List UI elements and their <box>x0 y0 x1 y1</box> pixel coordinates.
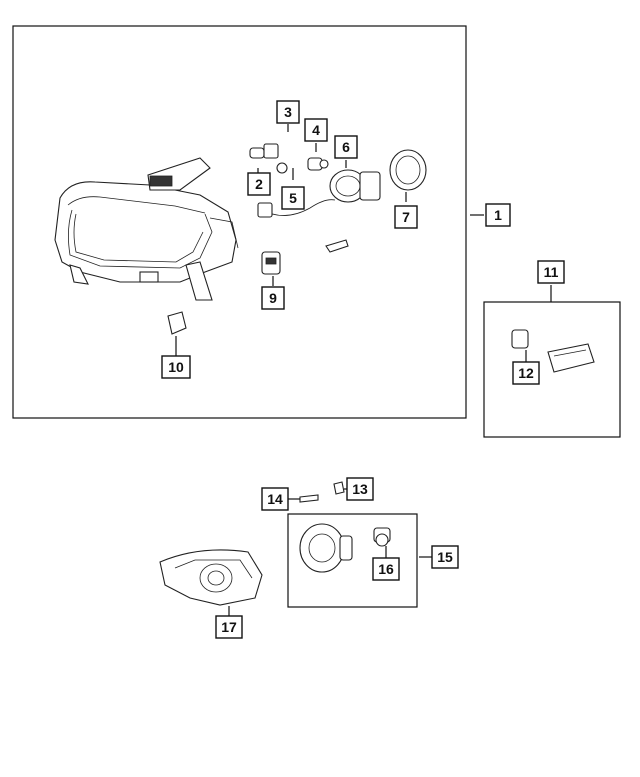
callout-13-label: 13 <box>352 481 368 497</box>
callout-11-label: 11 <box>544 264 559 280</box>
fog-small-parts-drawing <box>299 481 345 503</box>
callout-9-label: 9 <box>269 290 277 306</box>
callout-10-label: 10 <box>168 359 184 375</box>
callout-5: 5 <box>281 186 305 210</box>
fog-bulb-drawing <box>299 523 391 573</box>
callout-4-label: 4 <box>312 122 320 138</box>
callout-6-label: 6 <box>342 139 350 155</box>
callout-12: 12 <box>512 361 540 385</box>
side-marker-drawing <box>511 329 595 373</box>
callout-7: 7 <box>394 205 418 229</box>
callout-11: 11 <box>537 260 565 284</box>
callout-14: 14 <box>261 487 289 511</box>
callout-7-label: 7 <box>402 209 410 225</box>
callout-15: 15 <box>431 545 459 569</box>
callout-9: 9 <box>261 286 285 310</box>
callout-6: 6 <box>334 135 358 159</box>
callout-3-label: 3 <box>284 104 292 120</box>
callout-13: 13 <box>346 477 374 501</box>
callout-16: 16 <box>372 557 400 581</box>
leader-lines <box>175 124 552 616</box>
callout-2: 2 <box>247 172 271 196</box>
callout-16-label: 16 <box>378 561 394 577</box>
callout-4: 4 <box>304 118 328 142</box>
callout-15-label: 15 <box>437 549 453 565</box>
headlamp-group-frame <box>12 25 467 419</box>
side-marker-group-frame <box>483 301 621 438</box>
bracket-drawing <box>167 311 187 335</box>
fog-lamp-housing-drawing <box>159 549 263 606</box>
callout-14-label: 14 <box>267 491 283 507</box>
callout-17-label: 17 <box>221 619 237 635</box>
callout-10: 10 <box>161 355 191 379</box>
callout-1: 1 <box>485 203 511 227</box>
headlamp-assembly-drawing <box>54 157 239 301</box>
callout-17: 17 <box>215 615 243 639</box>
fog-lamp-bulb-group-frame <box>287 513 418 608</box>
callout-3: 3 <box>276 100 300 124</box>
callout-2-label: 2 <box>255 176 263 192</box>
callout-5-label: 5 <box>289 190 297 206</box>
callout-1-label: 1 <box>494 207 502 223</box>
small-parts-drawing <box>249 143 427 275</box>
callout-12-label: 12 <box>518 365 534 381</box>
